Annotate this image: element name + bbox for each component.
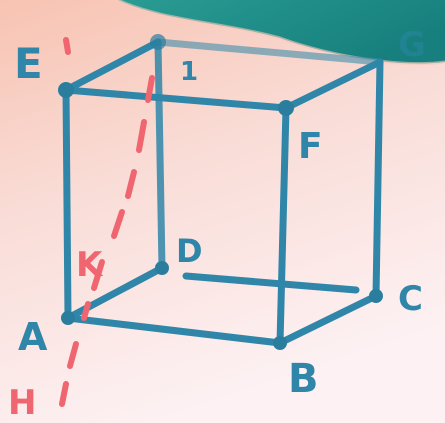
red-dash [59,381,69,407]
red-dash [91,259,105,291]
label-b: B [288,356,319,402]
red-dash [81,301,91,321]
red-dash [125,169,137,199]
corner-band-edge [117,0,445,66]
red-dash [111,209,125,239]
edge-ab [64,314,284,347]
edge-dc [182,272,360,294]
vertex-f [278,100,294,116]
label-c: C [398,279,423,319]
vertex-d [155,261,169,275]
red-dash [67,341,79,369]
vertex-h-top [150,34,166,50]
edge-ae [62,86,72,322]
cube-edges [62,38,384,347]
label-k: K [76,245,104,285]
edge-eh-top [62,38,162,94]
edge-fb [276,104,290,347]
vertex-a [61,311,75,325]
label-g: G [398,25,426,65]
red-dash [136,119,147,153]
edge-cg [372,58,384,300]
edge-ef [62,86,290,112]
vertex-c [369,289,383,303]
edge-bc [276,292,380,347]
top-face-mark: 1 [180,57,198,87]
label-f: F [298,126,323,167]
label-h: H [8,383,36,423]
edge-fg [282,58,384,112]
red-dash [63,37,71,55]
red-dash [145,75,155,103]
red-dashed-line [59,37,155,407]
label-a: A [18,315,48,359]
edge-back-vertical [154,38,166,272]
label-e: E [14,39,43,88]
vertex-e [58,82,74,98]
cube-vertices [58,34,383,350]
vertex-b [273,336,287,350]
corner-band [118,0,445,64]
edge-top-back [154,38,384,66]
label-d: D [176,232,203,270]
